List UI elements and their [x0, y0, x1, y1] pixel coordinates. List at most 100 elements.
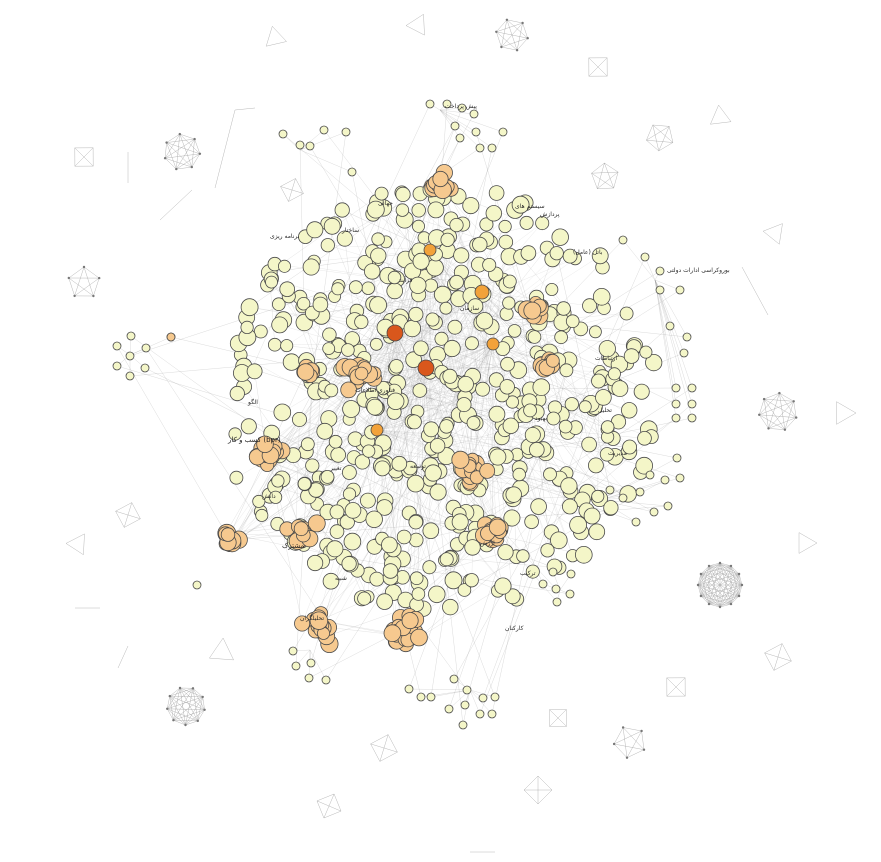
graph-node[interactable] — [633, 383, 650, 400]
graph-node[interactable] — [464, 539, 481, 556]
graph-node[interactable] — [562, 498, 578, 515]
graph-node[interactable] — [365, 510, 383, 529]
graph-node[interactable] — [240, 320, 254, 334]
peripheral-node[interactable] — [305, 141, 315, 151]
graph-node[interactable] — [591, 373, 606, 389]
graph-node[interactable] — [535, 216, 550, 231]
graph-node[interactable] — [403, 319, 422, 338]
orange-node[interactable] — [486, 337, 500, 351]
graph-node[interactable] — [389, 359, 404, 374]
peripheral-node[interactable] — [475, 709, 485, 719]
peripheral-node[interactable] — [498, 127, 508, 137]
graph-node[interactable] — [607, 367, 621, 381]
graph-node[interactable] — [413, 340, 429, 357]
peripheral-node[interactable] — [321, 675, 331, 685]
graph-node[interactable] — [297, 477, 312, 491]
graph-node[interactable] — [366, 200, 385, 219]
graph-node[interactable] — [502, 296, 516, 310]
peripheral-node[interactable] — [655, 285, 665, 295]
graph-node[interactable] — [316, 422, 334, 440]
graph-node[interactable] — [449, 218, 464, 233]
graph-node[interactable] — [637, 430, 652, 446]
graph-node[interactable] — [271, 316, 289, 334]
graph-node[interactable] — [543, 467, 557, 482]
graph-node-peach[interactable] — [354, 366, 369, 381]
graph-node[interactable] — [444, 571, 463, 590]
graph-node[interactable] — [451, 513, 469, 531]
graph-node[interactable] — [603, 500, 619, 516]
graph-node[interactable] — [520, 245, 537, 261]
graph-node[interactable] — [271, 297, 286, 312]
graph-node[interactable] — [331, 282, 345, 296]
graph-node[interactable] — [532, 378, 551, 397]
graph-node[interactable] — [265, 275, 278, 289]
graph-node[interactable] — [334, 202, 350, 218]
graph-node[interactable] — [456, 397, 472, 413]
graph-node-peach[interactable] — [220, 527, 236, 542]
graph-node[interactable] — [511, 195, 530, 214]
peripheral-node[interactable] — [291, 661, 301, 671]
graph-node[interactable] — [253, 324, 268, 339]
graph-node[interactable] — [499, 379, 515, 395]
graph-node[interactable] — [581, 436, 597, 453]
graph-node[interactable] — [427, 201, 445, 219]
graph-node[interactable] — [341, 343, 355, 357]
graph-node[interactable] — [282, 353, 301, 371]
graph-node[interactable] — [376, 499, 393, 516]
graph-node[interactable] — [540, 543, 555, 558]
graph-node[interactable] — [387, 270, 402, 285]
orange-node[interactable] — [474, 284, 490, 300]
graph-node[interactable] — [376, 593, 393, 610]
graph-node[interactable] — [329, 504, 345, 520]
peripheral-node[interactable] — [649, 507, 659, 517]
graph-node[interactable] — [273, 403, 292, 422]
graph-node[interactable] — [472, 236, 488, 253]
peripheral-node[interactable] — [140, 363, 150, 373]
graph-node[interactable] — [523, 403, 537, 418]
graph-node[interactable] — [312, 296, 329, 313]
peripheral-node[interactable] — [679, 348, 689, 358]
graph-node[interactable] — [408, 514, 424, 530]
graph-node[interactable] — [591, 247, 609, 265]
graph-node[interactable] — [369, 296, 388, 315]
graph-node[interactable] — [564, 397, 579, 412]
graph-node[interactable] — [268, 490, 283, 504]
graph-node[interactable] — [382, 563, 399, 579]
peripheral-node[interactable] — [462, 685, 472, 695]
peripheral-node[interactable] — [538, 579, 548, 589]
graph-node[interactable] — [252, 494, 266, 508]
graph-node-peach[interactable] — [451, 450, 470, 469]
graph-node[interactable] — [411, 587, 426, 601]
peripheral-node[interactable] — [478, 693, 488, 703]
graph-node[interactable] — [369, 571, 385, 587]
graph-node[interactable] — [359, 492, 376, 509]
peripheral-node[interactable] — [687, 413, 697, 423]
graph-node[interactable] — [623, 348, 640, 364]
hub-node[interactable] — [386, 324, 404, 342]
graph-node[interactable] — [527, 330, 542, 344]
graph-node[interactable] — [488, 405, 506, 423]
peripheral-node[interactable] — [565, 589, 575, 599]
peripheral-node[interactable] — [450, 121, 460, 131]
peripheral-node[interactable] — [672, 453, 682, 463]
graph-node[interactable] — [391, 455, 408, 472]
graph-node[interactable] — [277, 259, 291, 273]
graph-node[interactable] — [488, 372, 504, 388]
graph-node[interactable] — [406, 414, 422, 430]
graph-node[interactable] — [386, 282, 404, 300]
graph-node-peach[interactable] — [296, 363, 315, 381]
graph-node[interactable] — [322, 572, 340, 590]
graph-node[interactable] — [498, 219, 512, 234]
graph-node[interactable] — [306, 221, 324, 239]
graph-node[interactable] — [516, 549, 530, 563]
peripheral-node[interactable] — [457, 103, 467, 113]
graph-node-peach[interactable] — [294, 615, 311, 632]
graph-node[interactable] — [229, 385, 245, 402]
graph-node[interactable] — [324, 383, 339, 398]
graph-node[interactable] — [411, 219, 425, 233]
graph-node[interactable] — [330, 447, 347, 463]
graph-node[interactable] — [447, 319, 463, 335]
graph-node[interactable] — [342, 400, 361, 418]
peripheral-node[interactable] — [675, 285, 685, 295]
graph-node[interactable] — [374, 186, 389, 201]
